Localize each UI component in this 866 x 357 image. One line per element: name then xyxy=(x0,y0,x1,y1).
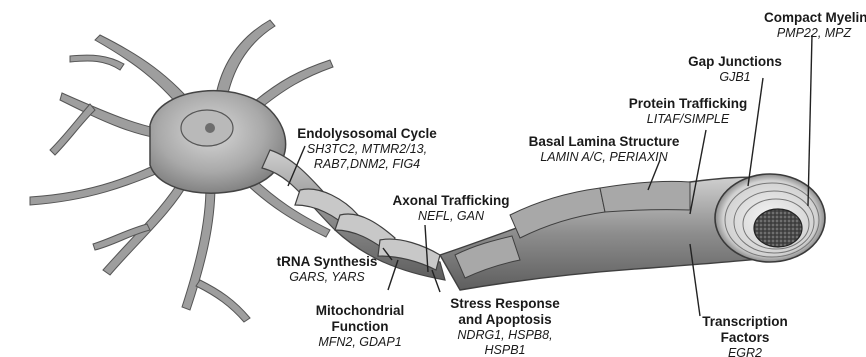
label-genes: HSPB1 xyxy=(440,343,570,357)
label-title: Transcription Factors xyxy=(690,314,800,346)
label-title: Endolysosomal Cycle xyxy=(292,126,442,142)
label-genes: RAB7,DNM2, FIG4 xyxy=(292,157,442,172)
label-genes: SH3TC2, MTMR2/13, xyxy=(292,142,442,157)
label-title: Compact Myelin xyxy=(764,10,864,26)
label-transcription: Transcription Factors EGR2 xyxy=(690,314,800,357)
label-genes: PMP22, MPZ xyxy=(764,26,864,41)
label-mitochondrial: Mitochondrial Function MFN2, GDAP1 xyxy=(305,303,415,350)
label-basal-lamina: Basal Lamina Structure LAMIN A/C, PERIAX… xyxy=(525,134,683,165)
label-title: Mitochondrial Function xyxy=(305,303,415,335)
label-title: tRNA Synthesis xyxy=(272,254,382,270)
label-title: Axonal Trafficking xyxy=(386,193,516,209)
label-endolysosomal: Endolysosomal Cycle SH3TC2, MTMR2/13, RA… xyxy=(292,126,442,172)
label-genes: NDRG1, HSPB8, xyxy=(440,328,570,343)
label-trna-synthesis: tRNA Synthesis GARS, YARS xyxy=(272,254,382,285)
label-genes: GARS, YARS xyxy=(272,270,382,285)
label-title: Protein Trafficking xyxy=(618,96,758,112)
label-genes: EGR2 xyxy=(690,346,800,357)
label-stress-response: Stress Response and Apoptosis NDRG1, HSP… xyxy=(440,296,570,357)
label-axonal-trafficking: Axonal Trafficking NEFL, GAN xyxy=(386,193,516,224)
label-gap-junctions: Gap Junctions GJB1 xyxy=(680,54,790,85)
label-title: Basal Lamina Structure xyxy=(525,134,683,150)
axon-core xyxy=(754,209,802,247)
label-genes: LITAF/SIMPLE xyxy=(618,112,758,127)
label-title: Stress Response and Apoptosis xyxy=(440,296,570,328)
label-genes: GJB1 xyxy=(680,70,790,85)
label-protein-trafficking: Protein Trafficking LITAF/SIMPLE xyxy=(618,96,758,127)
label-genes: MFN2, GDAP1 xyxy=(305,335,415,350)
label-compact-myelin: Compact Myelin PMP22, MPZ xyxy=(764,10,864,41)
label-genes: LAMIN A/C, PERIAXIN xyxy=(525,150,683,165)
label-title: Gap Junctions xyxy=(680,54,790,70)
label-genes: NEFL, GAN xyxy=(386,209,516,224)
